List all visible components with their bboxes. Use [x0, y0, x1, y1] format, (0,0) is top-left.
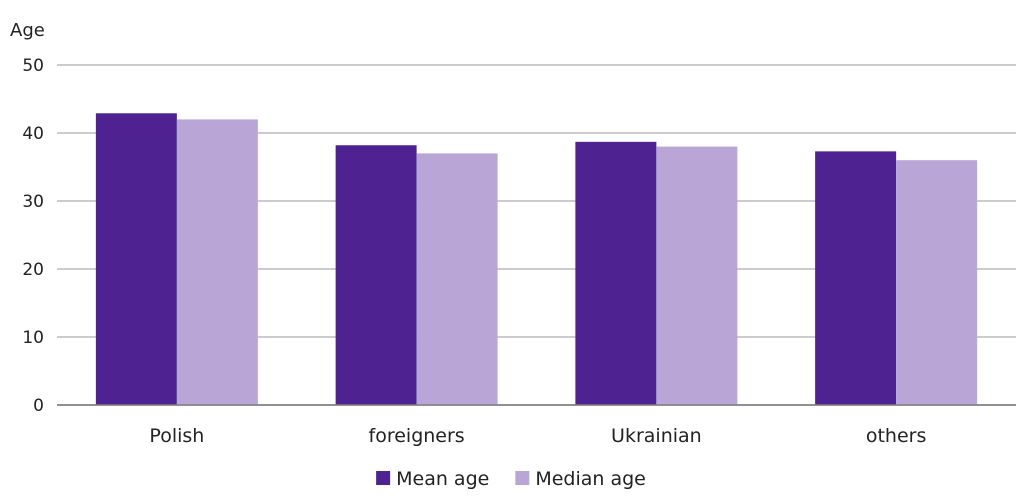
bar-ukrainian-mean-age	[575, 141, 657, 405]
legend-label: Mean age	[396, 468, 489, 490]
x-tick-label: others	[866, 425, 927, 447]
y-axis-ticks: 0 10 20 30 40 50	[22, 56, 44, 416]
bars	[57, 113, 1016, 406]
y-tick-label: 30	[22, 192, 44, 212]
y-tick-label: 0	[33, 396, 44, 416]
y-tick-label: 40	[22, 124, 44, 144]
legend-label: Median age	[535, 468, 646, 490]
bar-polish-mean-age	[95, 113, 177, 405]
x-tick-label: Polish	[149, 425, 204, 447]
y-tick-label: 50	[22, 56, 44, 76]
bar-others-median-age	[896, 160, 978, 405]
legend-swatch	[515, 471, 530, 485]
bar-foreigners-median-age	[416, 153, 498, 405]
legend-swatch	[376, 471, 391, 485]
x-tick-label: Ukrainian	[611, 425, 702, 447]
legend: Mean age Median age	[376, 468, 646, 490]
legend-item-median-age: Median age	[515, 468, 646, 490]
y-tick-label: 20	[22, 260, 44, 280]
bar-polish-median-age	[176, 119, 258, 406]
y-tick-label: 10	[22, 328, 44, 348]
bar-foreigners-mean-age	[335, 145, 417, 406]
bar-others-mean-age	[815, 151, 897, 405]
x-axis-ticks: Polish foreigners Ukrainian others	[149, 425, 926, 447]
y-axis-label: Age	[10, 20, 45, 41]
legend-item-mean-age: Mean age	[376, 468, 489, 490]
bar-ukrainian-median-age	[656, 146, 738, 405]
x-tick-label: foreigners	[369, 425, 465, 447]
